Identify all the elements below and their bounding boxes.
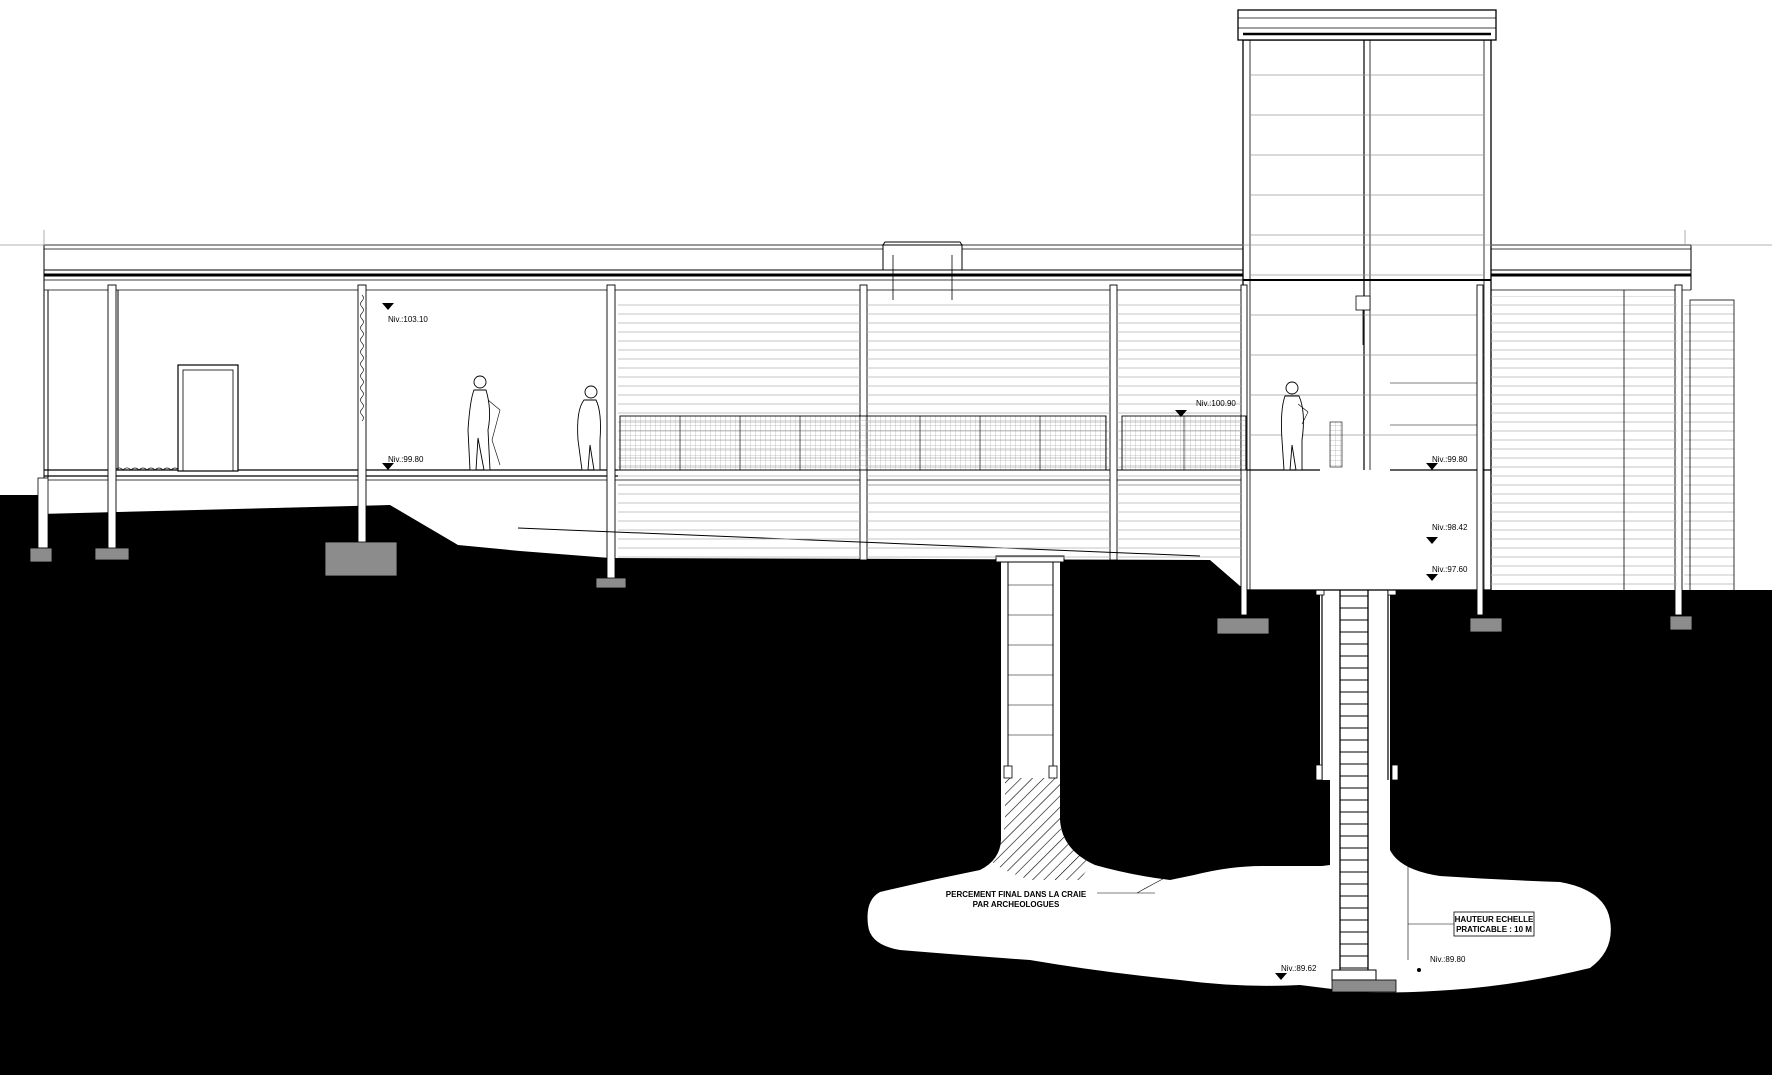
roof [0,230,1772,291]
level-97-60: Niv.:97.60 [1432,565,1468,574]
chalk-breakthrough-hatch [990,777,1092,880]
skylight [882,241,963,300]
level-98-42: Niv.:98.42 [1432,523,1468,532]
ladder-note-line1: HAUTEUR ECHELLE [1455,915,1534,924]
level-103-10: Niv.:103.10 [388,315,428,324]
level-99-80-left: Niv.:99.80 [388,455,424,464]
balustrades [619,415,1247,471]
main-shaft-lower [1330,780,1388,980]
left-shaft [1001,556,1060,778]
ground-left-strip [0,495,40,520]
chalk-note-line2: PAR ARCHEOLOGUES [973,900,1060,909]
ladder-note-line2: PRATICABLE : 10 M [1456,925,1532,934]
tower [1237,9,1497,591]
footings [29,541,1693,635]
chalk-note-line1: PERCEMENT FINAL DANS LA CRAIE [946,890,1087,899]
level-markers [382,303,1438,980]
ladder-note-box [1453,911,1535,937]
level-89-80: Niv.:89.80 [1430,955,1466,964]
door [177,364,239,472]
level-100-90: Niv.:100.90 [1196,399,1236,408]
person-woman [467,375,501,471]
person-man-right [1280,381,1309,471]
level-89-62: Niv.:89.62 [1281,964,1317,973]
left-room [37,290,239,550]
person-man-left [577,385,601,471]
level-99-80-right: Niv.:99.80 [1432,455,1468,464]
